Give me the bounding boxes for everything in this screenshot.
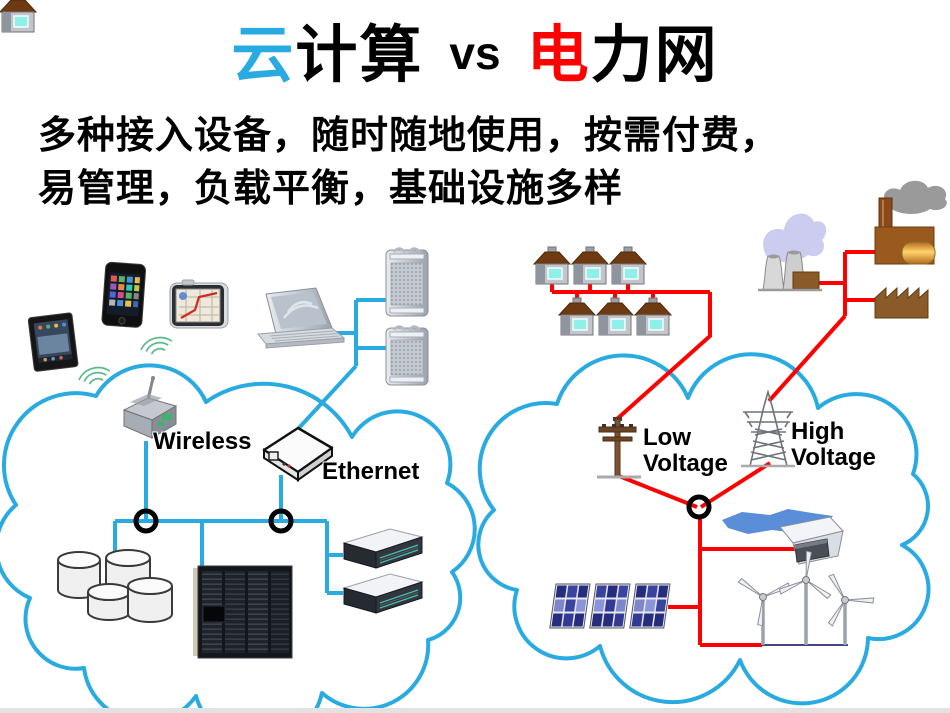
database-cylinder	[127, 577, 173, 623]
subtitle-line-2: 易管理，负载平衡，基础设施多样	[38, 168, 624, 210]
utility-pole-icon	[597, 417, 641, 479]
tablet-icon	[27, 312, 79, 372]
server-tower-icon	[385, 325, 429, 386]
wind-turbine	[737, 577, 791, 645]
rack-server-icon	[342, 573, 424, 614]
transformer-icon	[609, 246, 647, 285]
junction-rings	[133, 494, 712, 534]
wifi-waves-icon	[78, 336, 173, 385]
subtitle-line-1: 多种接入设备，随时随地使用，按需付费，	[38, 115, 780, 157]
title-grid: 力网	[590, 21, 719, 90]
ethernet-hub-icon	[262, 426, 334, 482]
ethernet-label: Ethernet	[322, 458, 420, 485]
sawtooth-factory-icon	[874, 286, 929, 319]
network-lines	[113, 298, 386, 595]
solar-panel	[629, 583, 671, 629]
title-electric-char: 电	[526, 21, 591, 90]
laptop-icon	[257, 287, 346, 349]
smartphone-icon	[101, 261, 146, 328]
solar-panel	[589, 583, 631, 629]
high-voltage-label: High Voltage	[791, 418, 876, 471]
cooling-tower-plant-icon	[758, 213, 827, 292]
title-vs: vs	[449, 27, 501, 79]
low-voltage-label: Low Voltage	[643, 424, 728, 477]
title-computing: 计算	[295, 21, 424, 90]
wind-turbines-icon	[737, 550, 875, 646]
transformer-icon	[558, 297, 596, 336]
power-lines	[550, 250, 877, 647]
junction-ring-icon	[133, 508, 159, 534]
transformer-icon	[533, 246, 571, 285]
server-tower-icon	[385, 247, 429, 317]
cloud-left-outline	[0, 363, 477, 713]
transformer-icon	[571, 246, 609, 285]
junction-ring-icon	[686, 494, 712, 520]
database-cylinder	[87, 583, 131, 621]
rack-server-icon	[342, 528, 424, 569]
gps-navigator-icon	[169, 279, 229, 329]
transmission-tower-icon	[741, 389, 795, 468]
solar-panel	[549, 583, 591, 629]
transformer-icon	[634, 297, 672, 336]
wind-turbine	[827, 573, 875, 645]
server-rack-cabinet-icon	[193, 565, 293, 659]
subtitle: 多种接入设备，随时随地使用，按需付费， 易管理，负载平衡，基础设施多样	[38, 110, 918, 216]
database-cylinder	[57, 551, 101, 599]
slide-bottom-edge	[0, 708, 950, 713]
title-cloud-char: 云	[231, 21, 296, 90]
transformer-icon	[596, 297, 634, 336]
database-cylinders-icon	[57, 549, 173, 623]
wireless-router-icon	[122, 376, 178, 439]
solar-panels-icon	[549, 583, 671, 629]
hydro-dam-icon	[722, 509, 844, 565]
cloud-right-outline	[476, 352, 931, 706]
wireless-label: Wireless	[153, 428, 252, 455]
junction-ring-icon	[268, 508, 294, 534]
page-title: 云计算 vs 电力网	[0, 10, 950, 99]
factory-smokestack-icon	[874, 180, 947, 265]
wind-turbine	[778, 550, 832, 645]
